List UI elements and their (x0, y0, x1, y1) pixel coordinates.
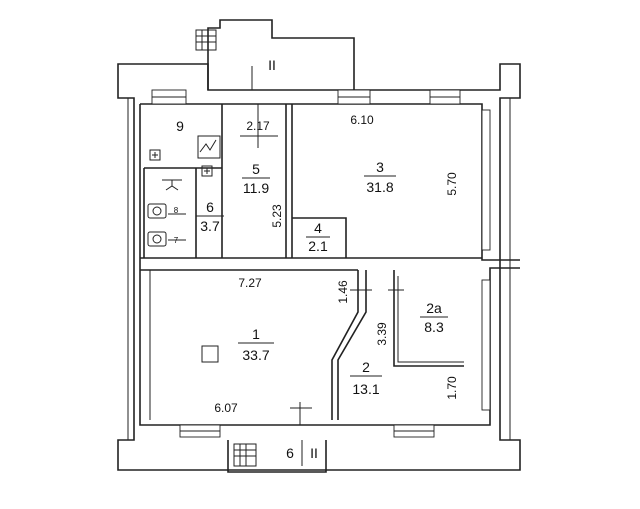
fixture-8-label: 8 (174, 206, 179, 215)
fixture-7-label: 7 (174, 236, 179, 245)
dimension-6-10: 6.10 (350, 113, 374, 127)
room-2-area: 13.1 (352, 381, 379, 397)
outer-walls (117, 63, 521, 471)
top-annex-label: II (268, 57, 276, 73)
top-annex (195, 19, 355, 90)
dimension-labels: 2.17 6.10 5.70 5.23 7.27 1.46 3.39 1.70 … (168, 104, 464, 425)
dimension-5-70: 5.70 (445, 172, 459, 196)
room-4-area: 2.1 (308, 238, 328, 254)
room-labels: 9 5 11.9 3 31.8 6 3.7 4 2.1 1 33.7 2 13.… (176, 118, 448, 397)
room-1-area: 33.7 (242, 347, 269, 363)
interior-walls (140, 104, 482, 420)
room-5-number: 5 (252, 161, 260, 177)
bottom-annex (227, 440, 327, 473)
windows-bottom (179, 424, 435, 438)
room-2a-number: 2a (426, 300, 442, 316)
room-6-number: 6 (206, 199, 214, 215)
room-2a-area: 8.3 (424, 319, 444, 335)
dimension-2-17: 2.17 (246, 119, 270, 133)
room-3-area: 31.8 (366, 179, 393, 195)
room-4-number: 4 (314, 220, 322, 236)
bottom-annex-label: II (310, 445, 318, 461)
windows-top (151, 89, 461, 105)
dimension-6-07: 6.07 (214, 401, 238, 415)
dimension-5-23: 5.23 (270, 204, 284, 228)
room-9-number: 9 (176, 118, 184, 134)
dimension-1-46: 1.46 (336, 280, 350, 304)
room-6-area: 3.7 (200, 218, 220, 234)
fixtures (147, 135, 221, 363)
room-3-number: 3 (376, 159, 384, 175)
dimension-7-27: 7.27 (238, 276, 262, 290)
bottom-annex-number: 6 (286, 445, 294, 461)
annex-marks: II 6 II 8 7 (174, 57, 318, 461)
room-1-number: 1 (252, 326, 260, 342)
dimension-1-70: 1.70 (445, 376, 459, 400)
dimension-3-39: 3.39 (375, 322, 389, 346)
room-5-area: 11.9 (243, 180, 269, 196)
room-2-number: 2 (362, 359, 370, 375)
windows-right (481, 109, 491, 411)
